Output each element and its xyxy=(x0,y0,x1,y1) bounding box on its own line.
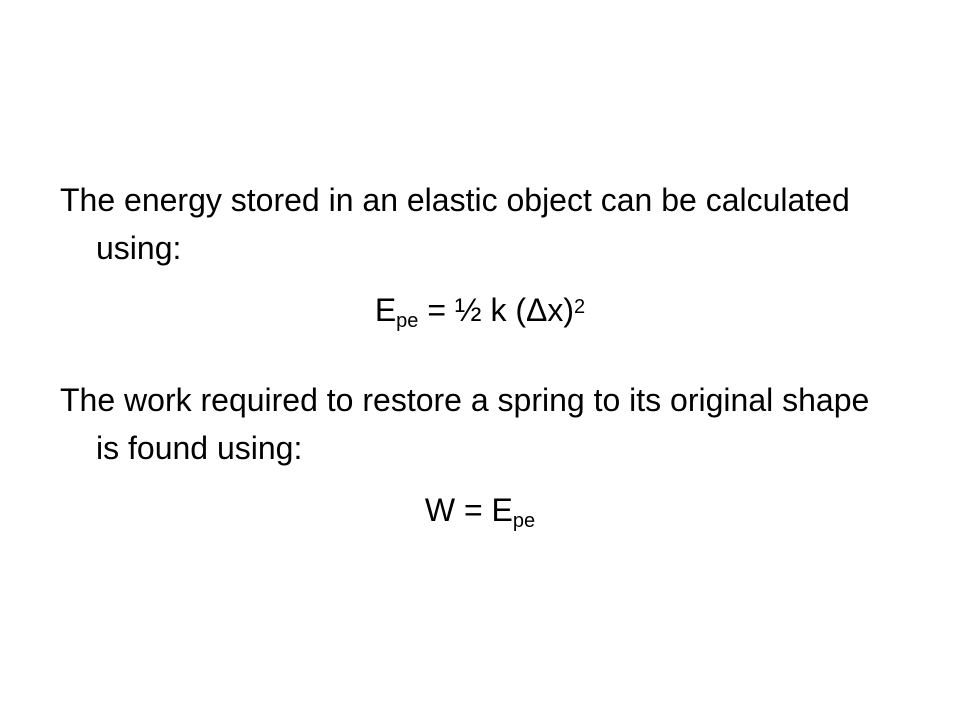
formula-subscript: pe xyxy=(396,310,419,332)
spacer xyxy=(60,472,900,486)
formula-lhs: W = E xyxy=(424,492,513,528)
spacer xyxy=(60,334,900,376)
formula-work: W = Epe xyxy=(60,486,900,534)
formula-rhs: = ½ k (Δx) xyxy=(418,292,575,328)
formula-symbol: E xyxy=(374,292,397,328)
paragraph-energy-stored: The energy stored in an elastic object c… xyxy=(60,182,850,266)
formula-subscript: pe xyxy=(512,510,536,532)
spacer xyxy=(60,272,900,286)
paragraph-work-required: The work required to restore a spring to… xyxy=(60,382,870,466)
formula-elastic-potential-energy: Epe = ½ k (Δx)2 xyxy=(60,286,900,334)
slide-body: The energy stored in an elastic object c… xyxy=(60,176,900,534)
formula-superscript: 2 xyxy=(574,296,586,318)
